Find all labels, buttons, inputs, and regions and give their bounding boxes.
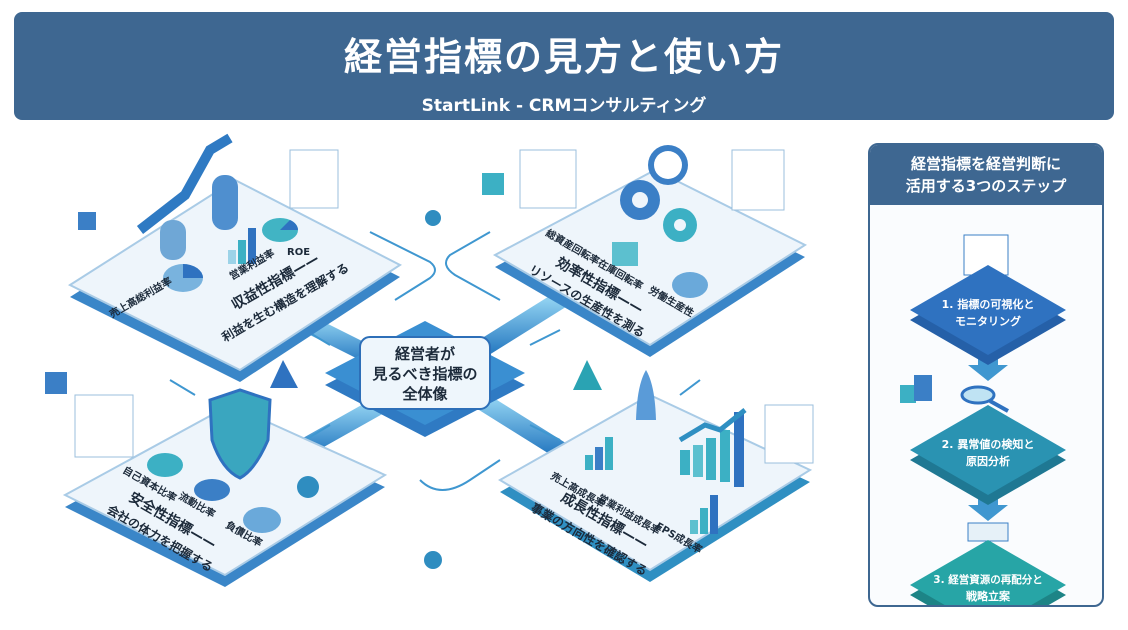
step-label: 1. 指標の可視化と — [942, 297, 1035, 311]
platform-growth[interactable]: 売上高成長率 営業利益成長率 EPS成長率 成長性指標—— 事業の方向性を確認す… — [498, 370, 814, 582]
pie-chart-icon — [194, 479, 230, 501]
dashboard-screen-icon — [289, 149, 339, 209]
pie-chart-icon — [243, 507, 281, 533]
step-label: 2. 異常値の検知と — [942, 437, 1035, 451]
step-2[interactable]: 2. 異常値の検知と 原因分析 — [910, 405, 1066, 505]
center-hub[interactable]: 経営者が 見るべき指標の 全体像 — [325, 321, 525, 437]
dashboard-screen-icon — [731, 149, 785, 211]
platform-efficiency[interactable]: 総資産回転率 在庫回転率 労働生産性 効率性指標—— リソースの生産性を測る — [492, 145, 808, 357]
chess-board-icon — [967, 522, 1009, 542]
center-line3: 全体像 — [401, 385, 448, 403]
steps-flow: 1. 指標の可視化と モニタリング 2. 異常値の検知と 原因分析 3. 経営資… — [900, 234, 1066, 607]
trend-arrow-icon — [678, 408, 747, 443]
steps-panel: 経営指標を経営判断に 活用する3つのステップ 1. 指標の可視化と モニタリング… — [868, 143, 1104, 607]
sphere-icon — [297, 476, 319, 498]
shield-icon — [208, 388, 272, 480]
step-label: 3. 経営資源の再配分と — [933, 573, 1042, 586]
bar-chart-icon — [585, 412, 744, 534]
pie-chart-icon — [163, 218, 299, 292]
pie-chart-icon — [147, 453, 183, 477]
gear-icon — [620, 145, 697, 242]
metric-label: ROE — [287, 247, 310, 258]
rocket-icon — [636, 370, 656, 420]
chart-screen-icon — [519, 149, 577, 209]
chart-screen-icon — [764, 404, 814, 464]
decorative-cubes — [900, 375, 932, 403]
steps-title-line1: 経営指標を経営判断に — [910, 155, 1061, 173]
header-banner: 経営指標の見方と使い方 StartLink - CRMコンサルティング — [14, 12, 1114, 120]
page-subtitle: StartLink - CRMコンサルティング — [421, 96, 707, 116]
step-1[interactable]: 1. 指標の可視化と モニタリング — [910, 265, 1066, 365]
box-icon — [612, 242, 638, 266]
flow-arrows — [169, 231, 701, 491]
platform-profitability[interactable]: 売上高総利益率 営業利益率 ROE 収益性指標—— 利益を生む構造を理解する — [67, 133, 402, 382]
step-label: 戦略立案 — [966, 589, 1011, 603]
chart-screen-icon — [74, 394, 134, 458]
center-line2: 見るべき指標の — [371, 365, 477, 383]
bar-chart-icon — [228, 228, 256, 264]
steps-title-line2: 活用する3つのステップ — [905, 177, 1067, 195]
step-3[interactable]: 3. 経営資源の再配分と 戦略立案 — [910, 540, 1066, 607]
step-label: 原因分析 — [966, 454, 1010, 468]
pie-chart-icon — [672, 272, 708, 298]
center-line1: 経営者が — [395, 345, 456, 363]
coin-stack-icon — [136, 133, 238, 260]
magnifier-icon — [960, 385, 1009, 413]
decorative-shapes — [45, 173, 602, 569]
steps-panel-header: 経営指標を経営判断に 活用する3つのステップ — [870, 145, 1102, 205]
platform-safety[interactable]: 自己資本比率 流動比率 負債比率 安全性指標—— 会社の体力を把握する — [62, 388, 388, 587]
page-title: 経営指標の見方と使い方 — [343, 35, 784, 79]
step-label: モニタリング — [955, 314, 1021, 328]
